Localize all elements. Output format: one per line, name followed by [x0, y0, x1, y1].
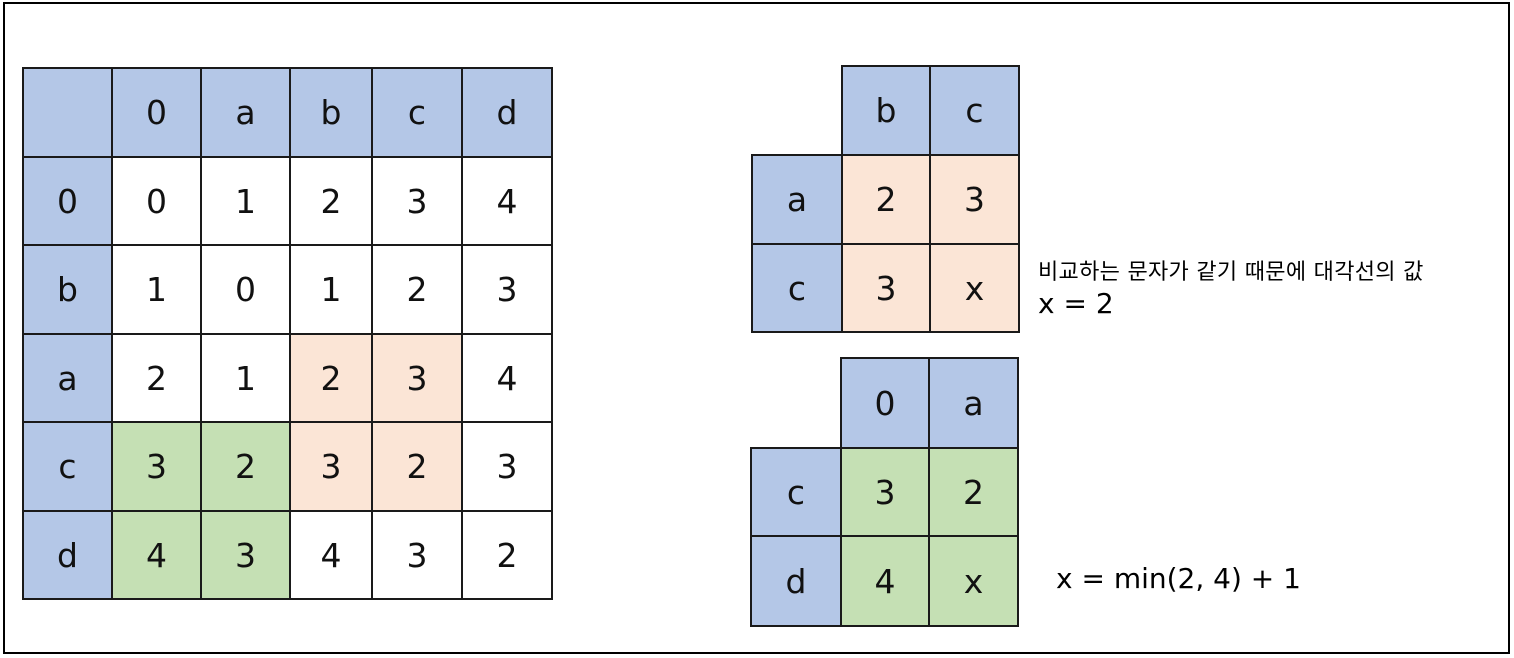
- table-cell: 2: [841, 154, 931, 245]
- column-header: 0: [111, 67, 202, 158]
- table-cell: 3: [841, 243, 931, 333]
- table-cell: 4: [840, 535, 930, 627]
- table-cell: 2: [461, 510, 553, 600]
- column-header: c: [929, 65, 1020, 156]
- column-header: d: [461, 67, 553, 158]
- mismatch-equation: x = min(2, 4) + 1: [1056, 562, 1301, 595]
- match-equation: x = 2: [1038, 287, 1114, 320]
- table-cell: 4: [461, 156, 553, 246]
- column-header: a: [200, 67, 291, 158]
- row-header: a: [22, 333, 113, 423]
- table-cell: 2: [371, 421, 463, 512]
- row-header: c: [22, 421, 113, 512]
- table-cell: 3: [461, 421, 553, 512]
- empty-corner: [750, 357, 842, 449]
- row-header: c: [750, 447, 842, 537]
- table-cell: 1: [200, 156, 291, 246]
- row-header: a: [751, 154, 843, 245]
- column-header: c: [371, 67, 463, 158]
- table-cell: 3: [289, 421, 373, 512]
- table-cell: 1: [289, 244, 373, 335]
- table-cell: 0: [200, 244, 291, 335]
- table-cell: 2: [371, 244, 463, 335]
- table-cell: 2: [200, 421, 291, 512]
- row-header: 0: [22, 156, 113, 246]
- table-cell: 3: [200, 510, 291, 600]
- table-cell: 3: [461, 244, 553, 335]
- column-header: 0: [840, 357, 930, 449]
- table-cell: 2: [111, 333, 202, 423]
- empty-corner: [751, 65, 843, 156]
- row-header: c: [751, 243, 843, 333]
- column-header: b: [289, 67, 373, 158]
- column-header: b: [841, 65, 931, 156]
- diagram-frame: [3, 2, 1510, 654]
- table-cell: 2: [289, 333, 373, 423]
- table-cell: x: [928, 535, 1019, 627]
- table-cell: 0: [111, 156, 202, 246]
- table-cell: 3: [371, 510, 463, 600]
- table-cell: 3: [840, 447, 930, 537]
- row-header: b: [22, 244, 113, 335]
- table-cell: 3: [371, 156, 463, 246]
- table-cell: 1: [200, 333, 291, 423]
- table-cell: 3: [929, 154, 1020, 245]
- row-header: d: [750, 535, 842, 627]
- table-cell: 4: [461, 333, 553, 423]
- table-cell: 3: [371, 333, 463, 423]
- table-cell: 4: [289, 510, 373, 600]
- corner-cell: [22, 67, 113, 158]
- row-header: d: [22, 510, 113, 600]
- table-cell: 1: [111, 244, 202, 335]
- table-cell: 2: [928, 447, 1019, 537]
- table-cell: 3: [111, 421, 202, 512]
- table-cell: 4: [111, 510, 202, 600]
- table-cell: 2: [289, 156, 373, 246]
- column-header: a: [928, 357, 1019, 449]
- table-cell: x: [929, 243, 1020, 333]
- match-explanation: 비교하는 문자가 같기 때문에 대각선의 값: [1038, 260, 1424, 285]
